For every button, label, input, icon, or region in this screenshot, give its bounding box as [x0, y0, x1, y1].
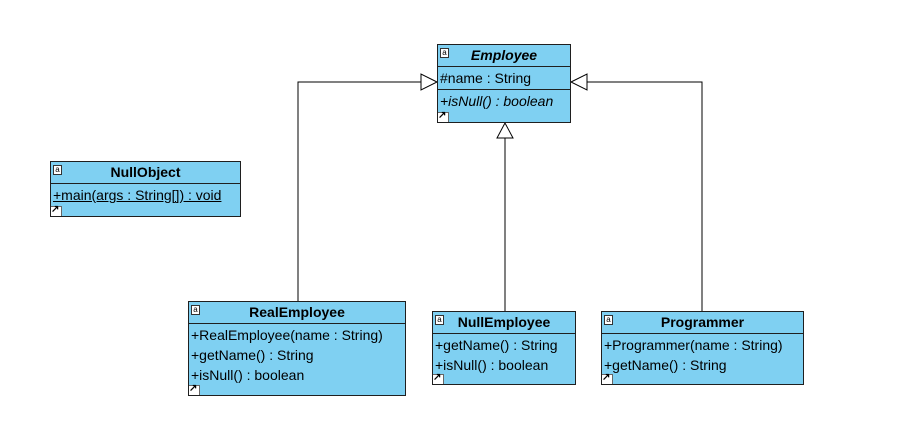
class-icon: a — [191, 305, 200, 315]
operation: +main(args : String[]) : void — [53, 187, 222, 203]
attribute: #name : String — [440, 70, 532, 86]
class-name: NullEmployee — [457, 314, 551, 330]
inheritance-arrowhead — [569, 73, 588, 91]
inheritance-arrowhead — [420, 73, 439, 91]
class-programmer[interactable]: a Programmer +Programmer(name : String) … — [601, 311, 804, 385]
operation: +getName() : String — [604, 357, 727, 373]
link-arrow-icon — [438, 110, 449, 122]
operation: +isNull() : boolean — [440, 93, 554, 109]
class-employee[interactable]: a Employee #name : String +isNull() : bo… — [437, 44, 571, 123]
class-header: a NullEmployee — [433, 312, 575, 334]
class-icon: a — [53, 165, 62, 175]
link-arrow-icon — [433, 372, 444, 384]
operation: +isNull() : boolean — [191, 367, 305, 383]
class-name: NullObject — [110, 164, 181, 180]
operation: +RealEmployee(name : String) — [191, 327, 383, 343]
operation: +getName() : String — [191, 347, 314, 363]
class-name: Employee — [470, 47, 538, 63]
class-name: RealEmployee — [249, 304, 345, 320]
class-header: a RealEmployee — [189, 302, 405, 324]
class-nullobject[interactable]: a NullObject +main(args : String[]) : vo… — [50, 161, 241, 217]
link-arrow-icon — [189, 383, 200, 395]
operation: +getName() : String — [435, 337, 558, 353]
class-realemployee[interactable]: a RealEmployee +RealEmployee(name : Stri… — [188, 301, 406, 396]
inheritance-arrowhead — [496, 121, 514, 139]
edge-programmer-to-employee[interactable] — [569, 73, 703, 311]
operations-compartment: +isNull() : boolean — [438, 90, 570, 112]
operations-compartment: +main(args : String[]) : void — [51, 184, 240, 206]
link-arrow-icon — [51, 204, 62, 216]
link-arrow-icon — [602, 372, 613, 384]
class-header: a NullObject — [51, 162, 240, 184]
operations-compartment: +getName() : String +isNull() : boolean — [433, 334, 575, 376]
class-icon: a — [435, 315, 444, 325]
operations-compartment: +RealEmployee(name : String) +getName() … — [189, 324, 405, 386]
class-header: a Programmer — [602, 312, 803, 334]
class-icon: a — [440, 48, 449, 58]
operation: +Programmer(name : String) — [604, 337, 783, 353]
operations-compartment: +Programmer(name : String) +getName() : … — [602, 334, 803, 376]
edge-nullemployee-to-employee[interactable] — [496, 121, 514, 311]
operation: +isNull() : boolean — [435, 357, 549, 373]
class-name: Programmer — [660, 314, 745, 330]
class-header: a Employee — [438, 45, 570, 67]
attributes-compartment: #name : String — [438, 67, 570, 90]
edge-realemployee-to-employee[interactable] — [297, 73, 439, 301]
class-nullemployee[interactable]: a NullEmployee +getName() : String +isNu… — [432, 311, 576, 385]
class-icon: a — [604, 315, 613, 325]
